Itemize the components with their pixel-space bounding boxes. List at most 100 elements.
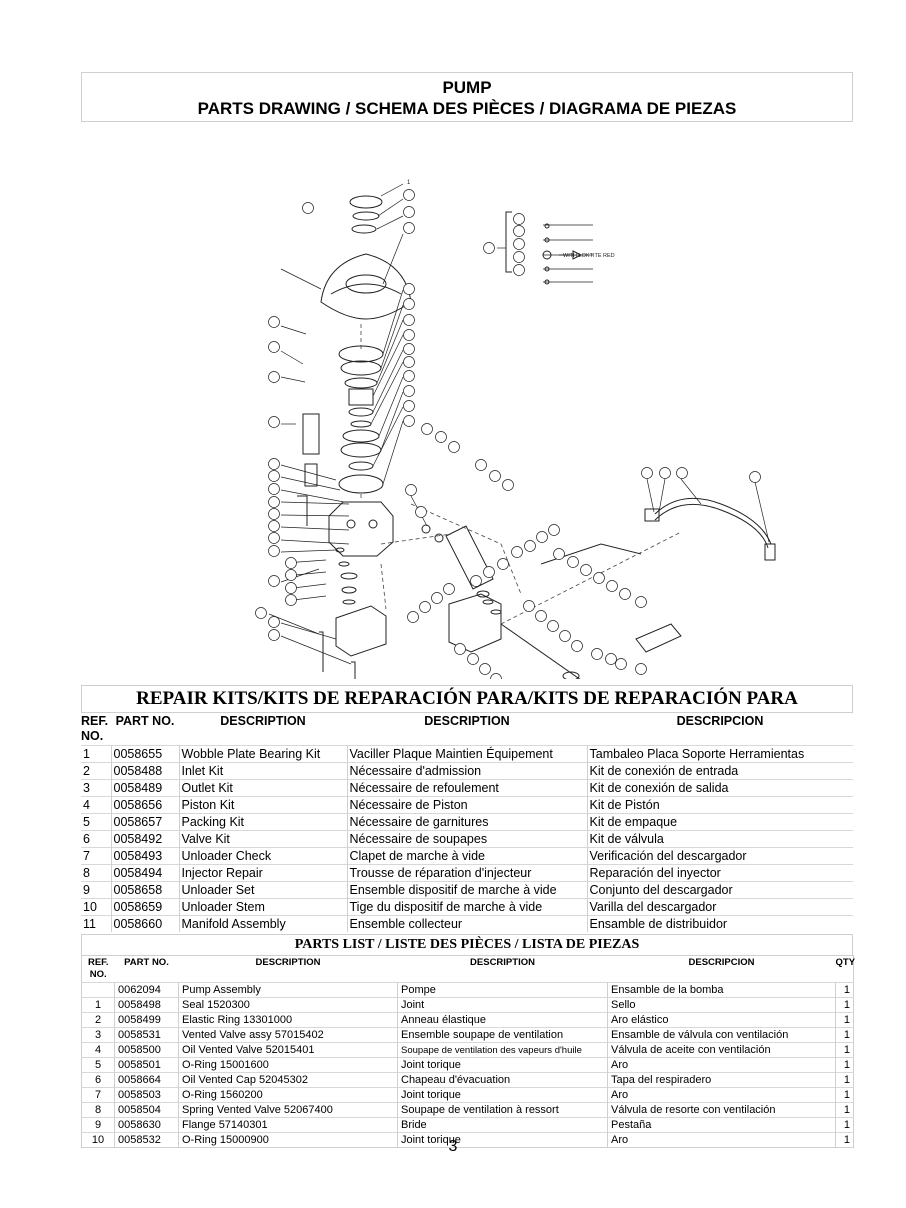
parts-cell-en: O-Ring 15000900 [178, 1132, 398, 1148]
callout-labels: 1 [407, 180, 411, 186]
parts-cell-part: 0062094 [114, 982, 179, 998]
parts-header-part: PART NO. [124, 957, 169, 968]
parts-cell-ref: 5 [81, 1057, 115, 1073]
kits-cell-es: Kit de conexión de entrada [587, 762, 853, 780]
parts-cell-part: 0058501 [114, 1057, 179, 1073]
parts-cell-fr: Ensemble soupape de ventilation [397, 1027, 608, 1043]
kits-header-part: PART NO. [115, 714, 175, 728]
kits-cell-fr: Ensemble collecteur [347, 915, 588, 932]
parts-cell-ref: 9 [81, 1117, 115, 1133]
kits-cell-en: Unloader Set [179, 881, 348, 899]
kits-cell-fr: Clapet de marche à vide [347, 847, 588, 865]
kits-cell-ref: 4 [81, 796, 112, 814]
parts-cell-es: Aro [607, 1087, 836, 1103]
parts-cell-part: 0058504 [114, 1102, 179, 1118]
page-title-line1: PUMP [442, 78, 492, 97]
parts-cell-qty: 1 [835, 997, 854, 1013]
kits-cell-fr: Trousse de réparation d'injecteur [347, 864, 588, 882]
kits-cell-es: Verificación del descargador [587, 847, 853, 865]
parts-cell-ref: 2 [81, 1012, 115, 1028]
kits-cell-es: Varilla del descargador [587, 898, 853, 916]
kits-cell-fr: Nécessaire de refoulement [347, 779, 588, 797]
parts-cell-qty: 1 [835, 1102, 854, 1118]
parts-cell-ref: 7 [81, 1087, 115, 1103]
parts-cell-fr: Chapeau d'évacuation [397, 1072, 608, 1088]
kits-header-desc-es: DESCRIPCION [676, 714, 764, 728]
kits-cell-ref: 8 [81, 864, 112, 882]
kits-cell-ref: 2 [81, 762, 112, 780]
parts-cell-en: Pump Assembly [178, 982, 398, 998]
kits-cell-part: 0058493 [111, 847, 180, 865]
parts-cell-part: 0058664 [114, 1072, 179, 1088]
kits-cell-en: Wobble Plate Bearing Kit [179, 745, 348, 763]
kits-cell-en: Inlet Kit [179, 762, 348, 780]
parts-cell-en: Elastic Ring 13301000 [178, 1012, 398, 1028]
kits-cell-fr: Nécessaire de garnitures [347, 813, 588, 831]
parts-cell-ref: 4 [81, 1042, 115, 1058]
parts-cell-ref: 10 [81, 1132, 115, 1148]
repair-kits-table: REF. NO. PART NO. DESCRIPTION DESCRIPTIO… [81, 713, 853, 932]
kits-cell-es: Kit de conexión de salida [587, 779, 853, 797]
kits-cell-part: 0058660 [111, 915, 180, 932]
kits-cell-part: 0058657 [111, 813, 180, 831]
kits-cell-part: 0058489 [111, 779, 180, 797]
kits-cell-fr: Vaciller Plaque Maintien Équipement [347, 745, 588, 763]
kits-cell-fr: Nécessaire de Piston [347, 796, 588, 814]
parts-cell-qty: 1 [835, 982, 854, 998]
kits-cell-es: Ensamble de distribuidor [587, 915, 853, 932]
parts-cell-es: Pestaña [607, 1117, 836, 1133]
parts-cell-en: O-Ring 15001600 [178, 1057, 398, 1073]
kits-cell-en: Outlet Kit [179, 779, 348, 797]
parts-cell-fr: Soupape de ventilation des vapeurs d'hui… [397, 1042, 608, 1058]
parts-cell-en: Flange 57140301 [178, 1117, 398, 1133]
parts-cell-part: 0058532 [114, 1132, 179, 1148]
kits-cell-ref: 1 [81, 745, 112, 763]
parts-cell-fr: Anneau élastique [397, 1012, 608, 1028]
parts-cell-fr: Joint [397, 997, 608, 1013]
kits-cell-part: 0058656 [111, 796, 180, 814]
repair-kits-title: REPAIR KITS/KITS DE REPARACIÓN PARA/KITS… [81, 685, 853, 713]
parts-cell-ref: 1 [81, 997, 115, 1013]
kits-cell-part: 0058492 [111, 830, 180, 848]
kits-cell-es: Kit de empaque [587, 813, 853, 831]
parts-list-title: PARTS LIST / LISTE DES PIÈCES / LISTA DE… [81, 934, 853, 955]
parts-cell-part: 0058499 [114, 1012, 179, 1028]
callout-1: 1 [407, 180, 411, 186]
parts-cell-qty: 1 [835, 1027, 854, 1043]
kits-cell-es: Tambaleo Placa Soporte Herramientas [587, 745, 853, 763]
parts-cell-es: Tapa del respiradero [607, 1072, 836, 1088]
kits-cell-fr: Nécessaire de soupapes [347, 830, 588, 848]
kits-cell-ref: 3 [81, 779, 112, 797]
parts-cell-en: Vented Valve assy 57015402 [178, 1027, 398, 1043]
kits-cell-en: Valve Kit [179, 830, 348, 848]
parts-cell-en: Oil Vented Valve 52015401 [178, 1042, 398, 1058]
kits-cell-es: Reparación del inyector [587, 864, 853, 882]
parts-cell-qty: 1 [835, 1072, 854, 1088]
kits-cell-fr: Nécessaire d'admission [347, 762, 588, 780]
loctite-note: WITH LOKTITE RED [563, 253, 615, 259]
parts-cell-en: Spring Vented Valve 52067400 [178, 1102, 398, 1118]
parts-cell-part: 0058630 [114, 1117, 179, 1133]
kits-header-ref: REF. NO. [81, 714, 109, 743]
page-title-box: PUMP PARTS DRAWING / SCHEMA DES PIÈCES /… [81, 72, 853, 122]
kits-cell-es: Kit de Pistón [587, 796, 853, 814]
kits-cell-part: 0058488 [111, 762, 180, 780]
parts-cell-es: Aro elástico [607, 1012, 836, 1028]
parts-header-desc-fr: DESCRIPTION [470, 957, 535, 968]
kits-cell-part: 0058494 [111, 864, 180, 882]
kits-cell-ref: 11 [81, 915, 112, 932]
kits-cell-en: Packing Kit [179, 813, 348, 831]
parts-cell-en: Oil Vented Cap 52045302 [178, 1072, 398, 1088]
parts-cell-qty: 1 [835, 1042, 854, 1058]
